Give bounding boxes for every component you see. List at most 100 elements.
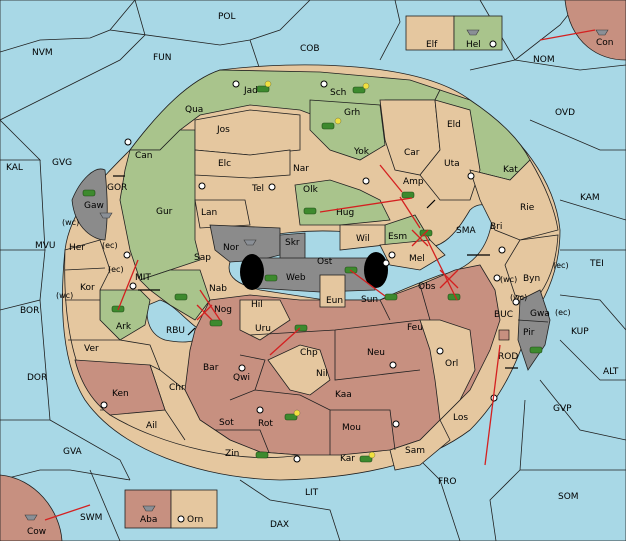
label-con: Con [596, 38, 614, 48]
label-qua: Qua [185, 105, 203, 115]
label-chp: Chp [300, 348, 318, 358]
coast-gwa-ec: (ec) [555, 308, 571, 317]
army-unit-icon[interactable] [284, 413, 298, 421]
label-gva: GVA [63, 447, 83, 457]
fleet-unit-icon[interactable] [595, 29, 609, 36]
supply-center-icon [467, 172, 475, 180]
star-icon [334, 117, 342, 125]
label-mou: Mou [342, 423, 361, 433]
label-elc: Elc [218, 159, 231, 169]
fleet-unit-icon[interactable] [99, 212, 113, 219]
label-mit: MIT [135, 273, 151, 283]
label-jos: Jos [216, 125, 230, 135]
army-unit-icon[interactable] [264, 274, 278, 282]
move-arrow [269, 327, 301, 356]
label-gaw: Gaw [84, 201, 104, 211]
label-nvm: NVM [32, 48, 53, 58]
supply-center-icon [489, 40, 497, 48]
coast-gwa-wc: (wc) [510, 293, 527, 302]
army-unit-icon[interactable] [256, 85, 270, 93]
army-unit-icon[interactable] [321, 122, 335, 130]
label-rie: Rie [520, 203, 535, 213]
label-swm: SWM [80, 513, 102, 523]
label-gvp: GVP [553, 404, 572, 414]
label-can: Can [135, 151, 153, 161]
army-unit-icon[interactable] [419, 229, 433, 237]
star-icon [368, 451, 376, 459]
label-uru: Uru [255, 324, 271, 334]
army-unit-icon[interactable] [82, 189, 96, 197]
supply-center-icon [100, 401, 108, 409]
pass-arrows [113, 175, 518, 369]
label-nil: Nil [316, 369, 328, 379]
label-sma: SMA [456, 226, 476, 236]
stars [264, 80, 376, 459]
fleets[interactable] [24, 29, 609, 521]
coast-kor-ec: (ec) [108, 265, 124, 274]
label-cob: COB [300, 44, 320, 54]
fleet-unit-icon[interactable] [498, 329, 510, 341]
label-byn: Byn [523, 274, 540, 284]
army-unit-icon[interactable] [255, 451, 269, 459]
coast-kor-wc: (wc) [56, 291, 73, 300]
fleet-unit-icon[interactable] [24, 514, 38, 521]
label-kaa: Kaa [335, 390, 352, 400]
label-feu: Feu [407, 323, 423, 333]
green-labels: Jad Sch Grh Qua Jos Can Yok Nar Olk Tel … [84, 40, 518, 332]
fleet-unit-icon[interactable] [243, 239, 257, 246]
label-pir: Pir [523, 328, 535, 338]
label-car: Car [404, 148, 420, 158]
army-unit-icon[interactable] [352, 86, 366, 94]
supply-center-icon [498, 246, 506, 254]
supply-center-icon [512, 298, 520, 306]
label-lan: Lan [201, 208, 217, 218]
fleet-unit-icon[interactable] [142, 505, 156, 512]
supply-center-icon [124, 138, 132, 146]
label-fro: FRO [438, 477, 457, 487]
army-unit-icon[interactable] [303, 207, 317, 215]
label-ark: Ark [116, 322, 132, 332]
army-unit-icon[interactable] [359, 455, 373, 463]
cancel-mark [439, 269, 459, 289]
label-los: Los [453, 413, 468, 423]
label-nog: Nog [214, 305, 232, 315]
move-arrow [399, 196, 421, 229]
units[interactable] [82, 85, 543, 463]
army-unit-icon[interactable] [209, 319, 223, 327]
army-unit-icon[interactable] [384, 293, 398, 301]
label-kat: Kat [503, 165, 518, 175]
army-unit-icon[interactable] [401, 191, 415, 199]
army-unit-icon[interactable] [174, 293, 188, 301]
label-jad: Jad [243, 86, 258, 96]
label-lit: LIT [305, 488, 319, 498]
supply-center-icon [293, 455, 301, 463]
label-cow: Cow [27, 527, 46, 537]
supply-center-icon [436, 347, 444, 355]
supply-center-icon [232, 80, 240, 88]
cancel-mark [196, 304, 213, 321]
label-ovd: OVD [555, 108, 575, 118]
label-mel: Mel [409, 254, 425, 264]
fleet-unit-icon[interactable] [466, 29, 480, 36]
move-arrow [424, 234, 458, 301]
supply-center-icon [129, 282, 137, 290]
label-grh: Grh [344, 108, 360, 118]
coast-byn-ec: (ec) [553, 261, 569, 270]
move-arrow [319, 197, 413, 213]
label-neu: Neu [367, 348, 385, 358]
label-bar: Bar [203, 363, 219, 373]
label-som: SOM [558, 492, 579, 502]
supply-center-icon [320, 80, 328, 88]
label-pol: POL [218, 12, 236, 22]
label-buc: BUC [494, 310, 513, 320]
label-esm: Esm [388, 232, 407, 242]
coast-byn-wc: (wc) [500, 275, 517, 284]
star-icon [264, 80, 272, 88]
supply-center-icon [177, 515, 185, 523]
army-unit-icon[interactable] [529, 346, 543, 354]
label-sun: Sun [361, 295, 378, 305]
supply-center-icon [123, 251, 131, 259]
coast-her-wc: (wc) [62, 218, 79, 227]
label-qwi: Qwi [233, 373, 250, 383]
label-wil: Wil [356, 234, 370, 244]
